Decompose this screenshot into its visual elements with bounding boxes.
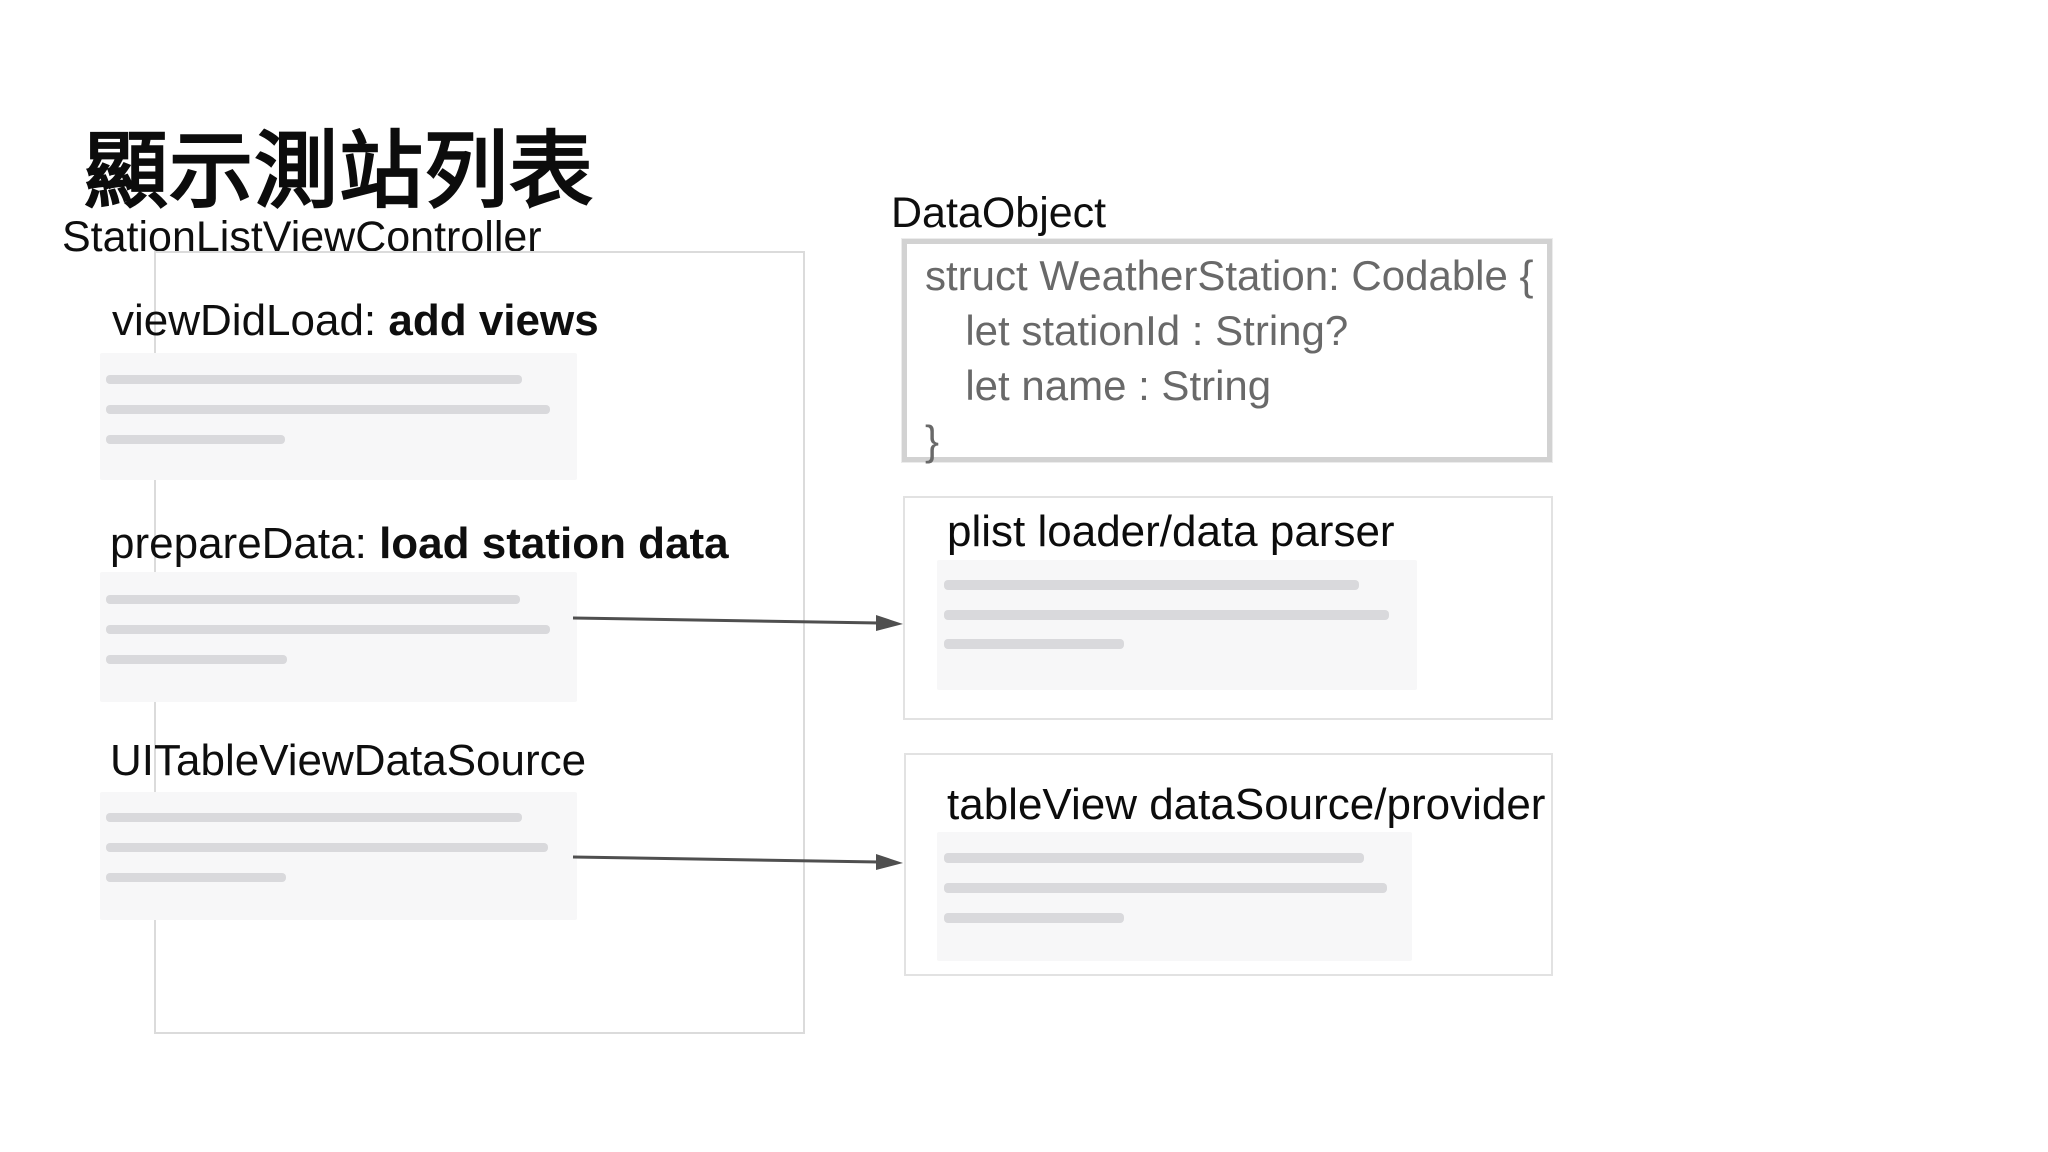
viewdidload-heading-bold: add views — [388, 296, 599, 345]
placeholder-bar — [106, 405, 550, 414]
placeholder-bar — [106, 813, 522, 822]
viewdidload-code-placeholder — [100, 353, 577, 480]
placeholder-bar — [944, 883, 1387, 893]
placeholder-bar — [944, 580, 1359, 590]
placeholder-bar — [944, 853, 1364, 863]
placeholder-bar — [106, 843, 548, 852]
page-title: 顯示測站列表 — [84, 124, 595, 218]
uitableviewdatasource-heading-prefix: UITableViewDataSource — [110, 736, 587, 785]
placeholder-bar — [106, 625, 550, 634]
weatherstation-code-box: struct WeatherStation: Codable { let sta… — [902, 239, 1552, 464]
uitableviewdatasource-code-placeholder — [100, 792, 577, 920]
placeholder-bar — [944, 639, 1124, 649]
dataobject-label: DataObject — [891, 189, 1107, 237]
placeholder-bar — [106, 375, 522, 384]
tableview-code-placeholder — [937, 832, 1412, 961]
preparedata-heading-bold: load station data — [379, 519, 729, 568]
code-line-stationid: let stationId : String? — [942, 307, 1349, 354]
placeholder-bar — [106, 873, 286, 882]
tableview-datasource-box: tableView dataSource/provider — [904, 753, 1553, 976]
placeholder-bar — [944, 913, 1124, 923]
preparedata-code-placeholder — [100, 572, 577, 702]
uitableviewdatasource-heading: UITableViewDataSource — [110, 737, 586, 785]
plist-loader-box-title: plist loader/data parser — [947, 507, 1395, 556]
placeholder-bar — [106, 655, 287, 664]
preparedata-heading-prefix: prepareData: — [110, 519, 380, 568]
viewdidload-heading-prefix: viewDidLoad: — [112, 296, 389, 345]
code-line-name: let name : String — [942, 362, 1272, 409]
code-line-struct: struct WeatherStation: Codable { — [925, 252, 1534, 299]
placeholder-bar — [944, 610, 1389, 620]
tableview-datasource-box-title: tableView dataSource/provider — [947, 780, 1546, 829]
preparedata-heading: prepareData: load station data — [110, 520, 729, 568]
plist-loader-box: plist loader/data parser — [903, 496, 1553, 720]
station-list-view-controller-label: StationListViewController — [62, 213, 542, 261]
viewdidload-heading: viewDidLoad: add views — [112, 297, 599, 345]
code-line-closing-brace: } — [925, 417, 940, 464]
placeholder-bar — [106, 595, 520, 604]
placeholder-bar — [106, 435, 285, 444]
plist-loader-code-placeholder — [937, 560, 1417, 690]
